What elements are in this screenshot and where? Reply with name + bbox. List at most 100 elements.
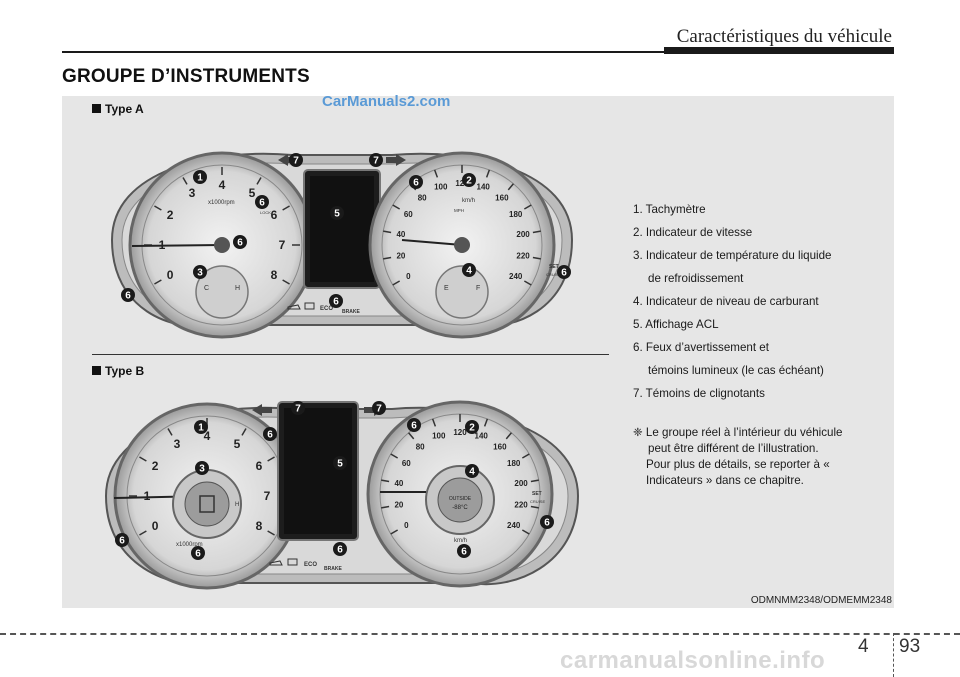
dial-tick-label: 60 bbox=[404, 210, 413, 219]
dial-tick-label: 20 bbox=[396, 252, 405, 261]
outside-label: OUTSIDE bbox=[449, 496, 472, 502]
dial-tick-label: 180 bbox=[507, 459, 521, 468]
dial-tick-label: 220 bbox=[516, 252, 530, 261]
dial-tick-mark bbox=[521, 529, 530, 535]
dial-tick-mark bbox=[530, 479, 539, 483]
note-line-1: ❈ Le groupe réel à l’intérieur du véhicu… bbox=[633, 426, 843, 439]
type-divider bbox=[92, 354, 609, 355]
dial-tick-mark bbox=[381, 505, 390, 509]
legend-item-6-cont: témoins lumineux (le cas échéant) bbox=[648, 364, 824, 377]
callout-6: 6 bbox=[407, 418, 421, 432]
note-line-2: peut être différent de l’illustration. bbox=[648, 442, 819, 455]
dial-tick-mark bbox=[392, 280, 401, 286]
callout-7: 7 bbox=[291, 401, 305, 415]
dial-tick-mark bbox=[483, 418, 489, 427]
callout-6: 6 bbox=[255, 195, 269, 209]
callout-4: 4 bbox=[465, 464, 479, 478]
footer-divider bbox=[893, 633, 894, 677]
legend-item-6: 6. Feux d’avertissement et bbox=[633, 341, 769, 354]
dial-tick-label: 40 bbox=[396, 230, 405, 239]
dial-tick-label: 20 bbox=[394, 501, 403, 510]
svg-text:3: 3 bbox=[197, 268, 203, 279]
callout-5: 5 bbox=[333, 456, 347, 470]
dial-tick-label: 220 bbox=[514, 501, 528, 510]
footer-rule bbox=[0, 633, 960, 635]
dial-tick-label: 140 bbox=[475, 432, 489, 441]
dial-tick-label: 2 bbox=[167, 208, 174, 222]
legend-list: 1. Tachymètre 2. Indicateur de vitesse 3… bbox=[633, 198, 883, 405]
dial-tick-label: 240 bbox=[507, 521, 521, 530]
dial-tick-label: 1 bbox=[144, 489, 151, 503]
kmh-label: km/h bbox=[454, 538, 467, 544]
svg-text:7: 7 bbox=[376, 404, 382, 415]
fuel-pump-icon bbox=[199, 495, 215, 513]
dial-tick-label: 7 bbox=[279, 238, 286, 252]
callout-6: 6 bbox=[333, 542, 347, 556]
svg-text:5: 5 bbox=[337, 459, 343, 470]
dial-tick-label: 4 bbox=[204, 429, 211, 443]
type-a-label: Type A bbox=[92, 102, 144, 116]
dial-tick-mark bbox=[390, 453, 399, 459]
dial-tick-mark bbox=[523, 204, 532, 210]
svg-text:6: 6 bbox=[544, 518, 550, 529]
dial-tick-label: 5 bbox=[234, 437, 241, 451]
header-title: Caractéristiques du véhicule bbox=[676, 26, 892, 47]
dial-tick-label: 120 bbox=[455, 179, 469, 188]
dial-tick-mark bbox=[154, 205, 162, 211]
dial-tick-label: 6 bbox=[256, 459, 263, 473]
dial-tick-mark bbox=[267, 530, 275, 536]
tachometer-needle bbox=[131, 244, 223, 247]
svg-text:2: 2 bbox=[466, 176, 472, 187]
chapter-number: 4 bbox=[858, 636, 869, 657]
dial-tick-mark bbox=[485, 169, 491, 178]
battery-icon bbox=[304, 302, 315, 310]
dial-tick-mark bbox=[383, 256, 392, 260]
callout-6: 6 bbox=[540, 515, 554, 529]
callout-7: 7 bbox=[372, 401, 386, 415]
callout-7: 7 bbox=[369, 153, 383, 167]
oil-pressure-icon bbox=[269, 560, 283, 566]
callout-6: 6 bbox=[263, 427, 277, 441]
brake-indicator: BRAKE bbox=[324, 566, 342, 572]
speedometer-needle bbox=[401, 239, 463, 246]
callout-1: 1 bbox=[194, 420, 208, 434]
svg-text:6: 6 bbox=[237, 238, 243, 249]
svg-text:2: 2 bbox=[469, 423, 475, 434]
outside-temp-value: -88°C bbox=[452, 505, 468, 511]
dial-tick-mark bbox=[521, 453, 530, 459]
square-bullet-icon bbox=[92, 366, 101, 375]
dial-tick-mark bbox=[256, 177, 262, 185]
dial-tick-mark bbox=[530, 505, 539, 509]
dial-tick-mark bbox=[505, 432, 512, 440]
dial-tick-mark bbox=[431, 418, 437, 427]
dial-tick-label: 100 bbox=[432, 432, 446, 441]
dial-tick-label: 8 bbox=[271, 268, 278, 282]
type-b-label: Type B bbox=[92, 364, 144, 378]
dial-tick-label: 80 bbox=[416, 442, 425, 451]
legend-item-5: 5. Affichage ACL bbox=[633, 318, 719, 331]
temp-h-label: H bbox=[235, 502, 239, 508]
dial-tick-label: 160 bbox=[495, 193, 509, 202]
svg-text:6: 6 bbox=[195, 549, 201, 560]
callout-3: 3 bbox=[195, 461, 209, 475]
dial-tick-mark bbox=[154, 279, 162, 285]
svg-text:6: 6 bbox=[461, 547, 467, 558]
cruise-indicator: CRUISE bbox=[530, 499, 545, 504]
dial-tick-label: 120 bbox=[453, 428, 467, 437]
dial-tick-mark bbox=[241, 428, 247, 436]
dial-tick-mark bbox=[139, 456, 147, 462]
fuel-e-label: E bbox=[444, 285, 449, 292]
callout-6: 6 bbox=[329, 294, 343, 308]
type-a-text: Type A bbox=[105, 102, 144, 116]
cruise-set-indicator: SET bbox=[532, 491, 542, 497]
dial-tick-mark bbox=[267, 456, 275, 462]
dial-tick-mark bbox=[532, 256, 541, 260]
eco-indicator: ECO bbox=[304, 562, 317, 568]
temperature-subgauge bbox=[195, 265, 249, 319]
watermark-text: CarManuals2.com bbox=[322, 93, 451, 110]
dial-tick-label: 4 bbox=[219, 178, 226, 192]
square-bullet-icon bbox=[92, 104, 101, 113]
svg-text:3: 3 bbox=[199, 464, 205, 475]
